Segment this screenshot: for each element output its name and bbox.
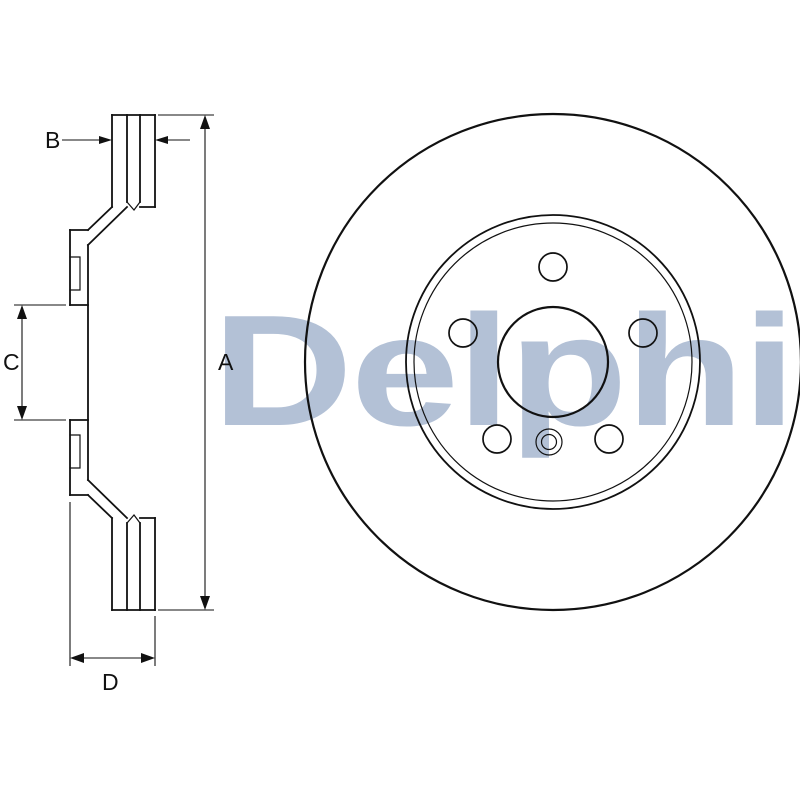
arrowhead [155,136,168,144]
outer-diameter-circle [303,112,800,612]
locating-hole-outer [535,428,563,456]
flange-bolt-hole-line [69,434,81,469]
bolt-hole [482,424,512,454]
dimension-label-b: B [45,127,60,153]
dimension-annotations: A B C D [3,114,234,695]
section-line [86,205,129,247]
arrowhead [141,653,155,663]
dimension-label-a: A [218,349,234,375]
bolt-hole [594,424,624,454]
locating-hole-inner [540,433,558,451]
dimension-label-d: D [102,669,119,695]
arrowhead [70,653,84,663]
section-line [86,493,114,520]
front-view [303,112,800,612]
bolt-hole [628,318,658,348]
watermark-text: Delphi [212,283,794,459]
vent-vane-line [126,201,141,211]
hub-inner-circle [413,222,693,502]
arrowhead [200,115,210,129]
section-line [86,205,114,232]
bolt-hole [538,252,568,282]
center-bore-circle [496,305,610,419]
dimension-label-c: C [3,349,20,375]
bolt-hole [448,318,478,348]
arrowhead [99,136,112,144]
cross-section-view [69,114,156,611]
section-line [86,478,129,520]
flange-bolt-hole-line [69,256,81,291]
hub-circle [405,214,701,510]
arrowhead [17,305,27,319]
arrowhead [200,596,210,610]
arrowhead [17,406,27,420]
vent-vane-line [126,514,141,524]
